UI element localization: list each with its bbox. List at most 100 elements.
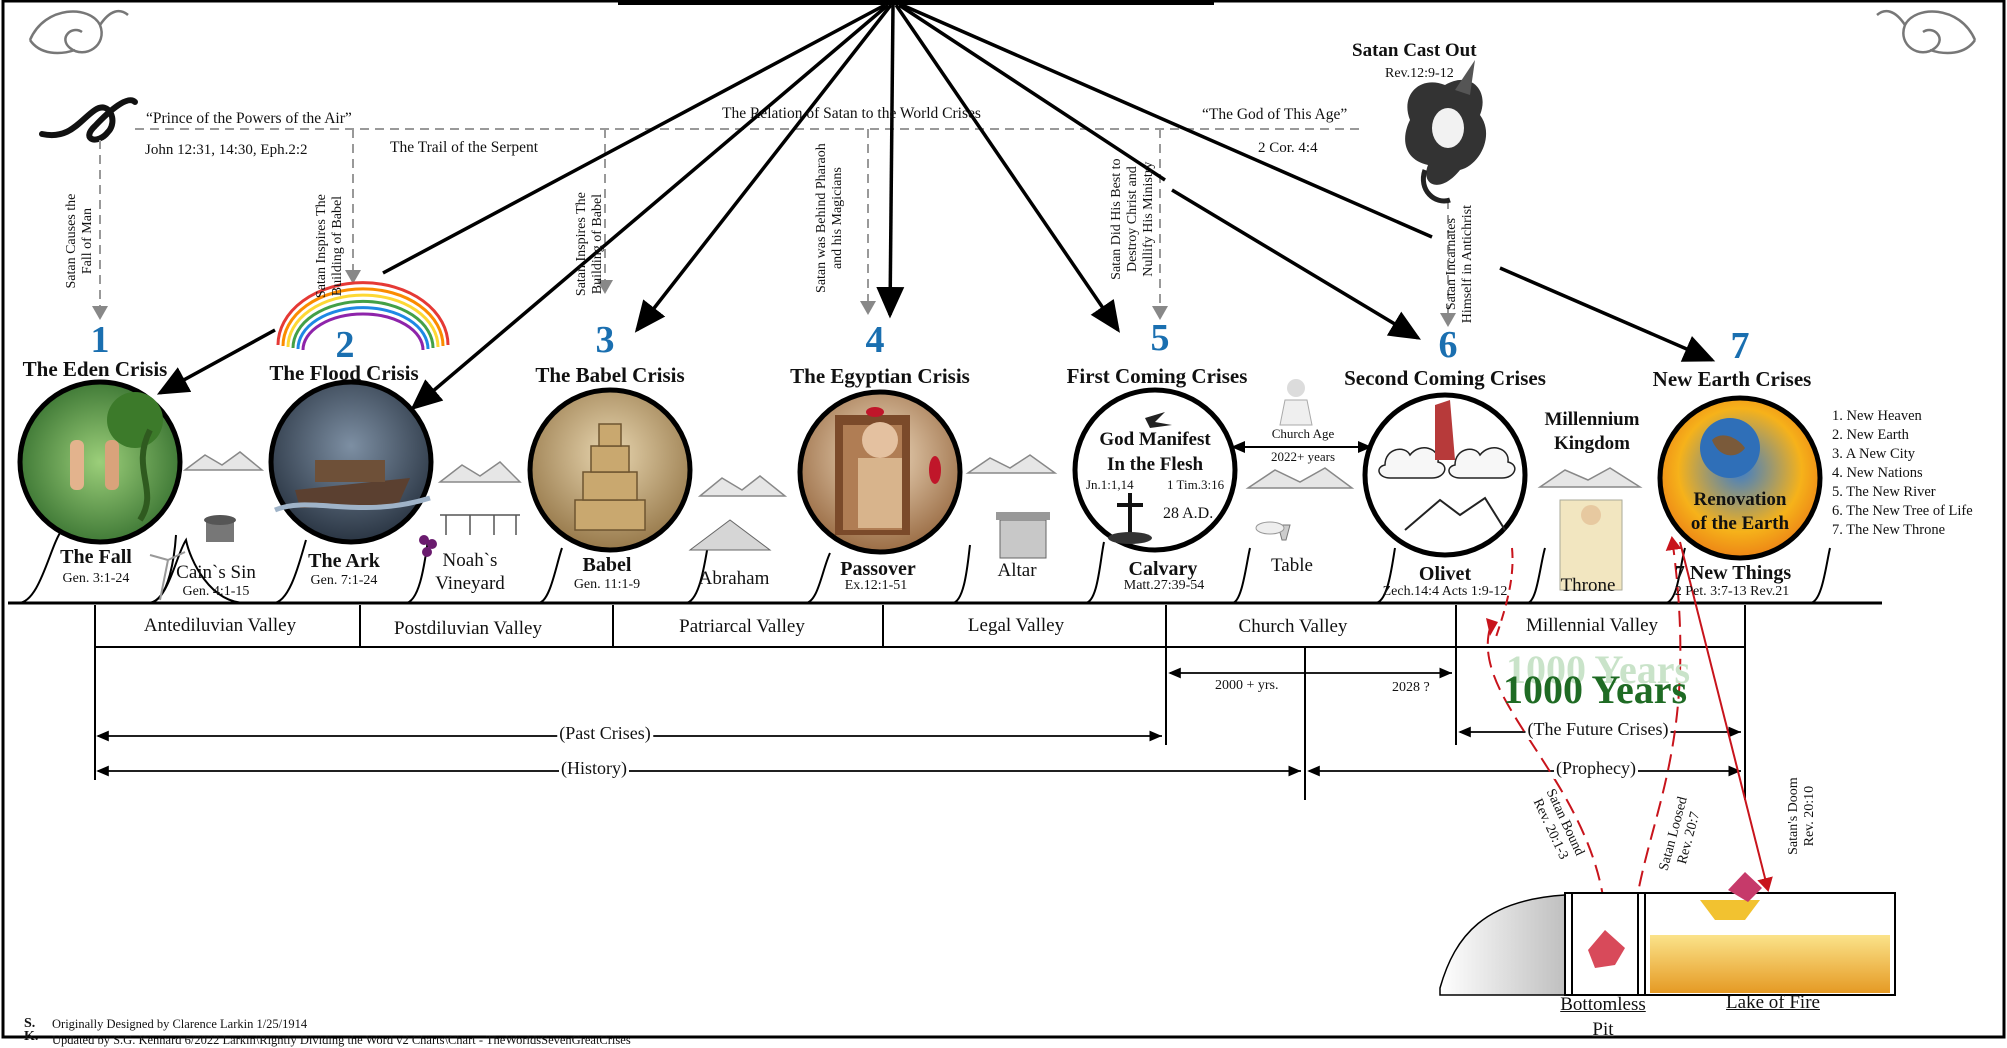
- crisis-title-2: The Flood Crisis: [269, 361, 419, 385]
- event-name-7: 7 New Things: [1674, 562, 1792, 584]
- lake-of-fire-icon: [1644, 872, 1896, 996]
- valley-postdiluvian: Postdiluvian Valley: [394, 618, 542, 639]
- new-thing-item: 4. New Nations: [1832, 465, 1923, 481]
- new-thing-item: 7. The New Throne: [1832, 522, 1946, 538]
- god-manifest-line1: God Manifest: [1099, 429, 1211, 450]
- valley-millennial: Millennial Valley: [1525, 615, 1659, 636]
- tree-icon: [149, 551, 186, 601]
- new-thing-item: 1. New Heaven: [1832, 408, 1922, 424]
- between-event-cains-sin: Cain`s Sin Gen. 4:1-15: [176, 562, 256, 599]
- circle-olivet: [1362, 392, 1528, 558]
- prince-quote: “Prince of the Powers of the Air”: [146, 110, 352, 127]
- well-icon: [204, 515, 236, 542]
- event-ref-3: Gen. 11:1-9: [573, 577, 641, 592]
- prince-refs: John 12:31, 14:30, Eph.2:2: [145, 142, 308, 158]
- between-event-altar: Altar: [997, 560, 1037, 581]
- between-event-noahs-vineyard: Noah`s Vineyard: [435, 550, 505, 594]
- initials-logo: S. K.: [24, 1016, 39, 1044]
- new-thing-item: 3. A New City: [1832, 446, 1915, 462]
- cast-out-title: Satan Cast Out: [1352, 40, 1477, 61]
- event-name-2: The Ark: [308, 550, 380, 572]
- throne-icon: [1559, 499, 1623, 591]
- satan-cast-out-icon: [1405, 60, 1487, 204]
- circle-new-earth: [1657, 395, 1823, 561]
- serpent-icon: [39, 97, 138, 143]
- crisis-title-3: The Babel Crisis: [535, 363, 685, 387]
- cast-out-ref: Rev.12:9-12: [1385, 66, 1454, 81]
- calvary-ref-right: 1 Tim.3:16: [1167, 477, 1225, 492]
- prophecy-label: (Prophecy): [1554, 758, 1638, 779]
- past-crises-label: (Past Crises): [557, 723, 653, 744]
- years-2000-label: 2000 + yrs.: [1215, 678, 1279, 693]
- event-name-5: Calvary: [1128, 558, 1198, 580]
- rainbow-icon: [276, 281, 450, 351]
- between-event-abraham: Abraham: [698, 568, 770, 589]
- crisis-title-5: First Coming Crises: [1066, 364, 1248, 388]
- lake-of-fire-label: Lake of Fire: [1726, 992, 1820, 1013]
- new-things-list: 1. New Heaven 2. New Earth 3. A New City…: [1832, 407, 1973, 540]
- crisis-number-2: 2: [335, 324, 355, 366]
- valley-legal: Legal Valley: [967, 615, 1065, 636]
- history-label: (History): [559, 758, 629, 779]
- church-age-label: Church Age: [1271, 426, 1335, 441]
- crisis-number-6: 6: [1438, 324, 1458, 366]
- god-manifest-line2: In the Flesh: [1106, 454, 1204, 475]
- thousand-years-label: 1000 Years: [1502, 667, 1688, 712]
- valley-church: Church Valley: [1238, 616, 1348, 637]
- trail-label: The Trail of the Serpent: [390, 139, 539, 156]
- tent-icon: [688, 519, 772, 551]
- event-ref-1: Gen. 3:1-24: [62, 571, 130, 586]
- new-thing-item: 5. The New River: [1832, 484, 1936, 500]
- valley-patriarcal: Patriarcal Valley: [679, 616, 805, 637]
- event-name-6: Olivet: [1418, 563, 1472, 585]
- future-crises-label: (The Future Crises): [1525, 719, 1671, 740]
- valley-antediluvian: Antediluvian Valley: [143, 615, 297, 636]
- crisis-title-6: Second Coming Crises: [1344, 366, 1546, 390]
- god-of-age-ref: 2 Cor. 4:4: [1258, 140, 1318, 156]
- renovation-line2: of the Earth: [1690, 513, 1790, 534]
- between-event-table: Table: [1271, 555, 1313, 576]
- event-ref-5: Matt.27:39-54: [1123, 578, 1205, 593]
- angel-icon: [1279, 379, 1313, 426]
- credit-updated: Updated by S.G. Kennard 6/2022 Larkin\Ri…: [52, 1033, 631, 1047]
- bottomless-pit-label: Bottomless Pit: [1560, 994, 1646, 1040]
- event-ref-4: Ex.12:1-51: [844, 578, 908, 593]
- globe-fire-icon: [1700, 418, 1760, 478]
- event-ref-2: Gen. 7:1-24: [310, 573, 378, 588]
- passover-door-icon: [835, 407, 941, 535]
- grapes-icon: [419, 535, 437, 557]
- calvary-date: 28 A.D.: [1163, 505, 1214, 522]
- year-2028-label: 2028 ?: [1392, 680, 1430, 695]
- event-ref-7: 2 Pet. 3:7-13 Rev.21: [1674, 584, 1790, 599]
- crisis-number-1: 1: [90, 319, 110, 361]
- renovation-line1: Renovation: [1693, 489, 1787, 510]
- between-event-throne: Throne: [1560, 575, 1616, 596]
- vineyard-icon: [440, 514, 520, 535]
- crisis-number-3: 3: [595, 319, 615, 361]
- crisis-title-4: The Egyptian Crisis: [790, 364, 970, 388]
- event-ref-6: Zech.14:4 Acts 1:9-12: [1382, 584, 1508, 599]
- table-cup-icon: [1255, 521, 1291, 541]
- crisis-title-7: New Earth Crises: [1652, 367, 1812, 391]
- new-thing-item: 2. New Earth: [1832, 427, 1909, 443]
- thousand-years-shadow: 1000 Years: [1505, 647, 1691, 692]
- event-name-3: Babel: [582, 554, 632, 576]
- credit-designed: Originally Designed by Clarence Larkin 1…: [52, 1017, 308, 1031]
- ornament-left-icon: [28, 9, 129, 55]
- god-of-age-quote: “The God of This Age”: [1202, 106, 1348, 123]
- circle-calvary: [1072, 387, 1238, 553]
- church-age-years: 2022+ years: [1270, 449, 1336, 464]
- new-thing-item: 6. The New Tree of Life: [1832, 503, 1973, 519]
- millennium-kingdom: Millennium Kingdom: [1544, 409, 1640, 454]
- eden-scene-icon: [70, 392, 163, 522]
- calvary-ref-left: Jn.1:1,14: [1086, 477, 1134, 492]
- crisis-number-4: 4: [865, 319, 885, 361]
